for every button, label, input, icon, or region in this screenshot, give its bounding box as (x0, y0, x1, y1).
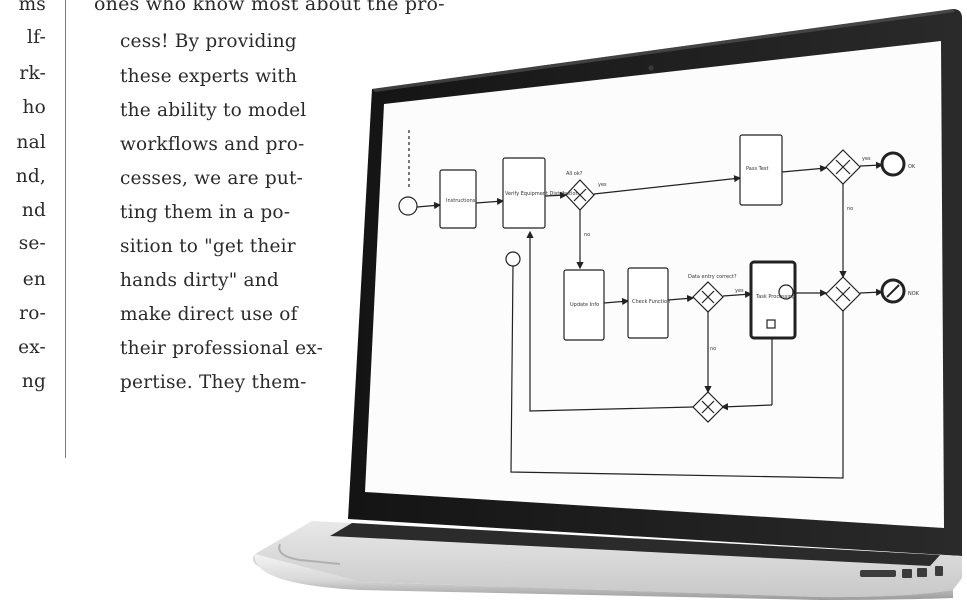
paragraph-line: make direct use of (120, 304, 298, 325)
task-verify (502, 157, 546, 229)
text-fragment: nal (16, 132, 46, 153)
task-label: Instructions (446, 198, 476, 204)
flow-label: no (847, 206, 853, 212)
start-event (398, 196, 418, 216)
paragraph-line: sition to "get their (120, 236, 296, 257)
laptop-base (252, 521, 962, 600)
task-instructions (439, 169, 477, 229)
left-column-text: ms lf- rk- ho nal nd, nd se- en ro- ex- … (0, 0, 46, 460)
text-fragment: ro- (19, 303, 46, 324)
paragraph-line: pertise. They them- (120, 372, 307, 393)
port-icon (917, 568, 927, 577)
paragraph-line: hands dirty" and (120, 270, 279, 291)
text-fragment: ms (18, 0, 46, 15)
task-processing (749, 260, 797, 340)
flow-label: no (584, 232, 590, 238)
task-label: Pass Test (746, 166, 769, 172)
text-fragment: rk- (19, 63, 46, 84)
gateway-label: Data entry correct? (688, 274, 737, 280)
task-update-info (563, 269, 605, 341)
paragraph-line: their professional ex- (120, 338, 324, 359)
text-fragment: nd (21, 200, 46, 221)
workflow-diagram (398, 130, 906, 479)
port-icon (902, 569, 912, 578)
diagram-labels: Instructions Verify Equipment Distributi… (446, 156, 920, 352)
paragraph-line: cess! By providing (120, 31, 297, 52)
text-fragment: ng (21, 371, 46, 392)
task-label: Check Function (632, 299, 670, 305)
webcam-icon (648, 65, 654, 71)
task-pass-test (739, 134, 783, 206)
task-check-function (627, 267, 669, 339)
text-fragment: se- (18, 233, 46, 254)
paragraph-line: the ability to model (120, 100, 307, 121)
paragraph-line: workflows and pro- (120, 134, 305, 155)
laptop-screen: Instructions Verify Equipment Distributi… (365, 41, 944, 528)
text-fragment: nd, (15, 166, 46, 187)
text-fragment: lf- (27, 27, 46, 48)
task-label: Task Processing (755, 294, 795, 300)
flow-label: yes (598, 182, 607, 188)
task-label: Verify Equipment Distribution (505, 191, 579, 197)
article-top-line: ones who know most about the pro- (94, 0, 445, 15)
flow-label: no (710, 346, 716, 352)
paragraph-line: ting them in a po- (120, 202, 291, 223)
column-divider (65, 0, 67, 458)
end-event-ok (880, 151, 906, 177)
text-fragment: ex- (18, 337, 46, 358)
port-icon (860, 570, 896, 577)
text-fragment: en (22, 269, 46, 290)
port-icon (935, 566, 943, 576)
text-fragment: ho (22, 97, 46, 118)
end-label: NOK (908, 291, 920, 297)
paragraph-line: cesses, we are put- (120, 168, 304, 189)
gateway-label: All ok? (566, 171, 583, 177)
boundary-event (505, 251, 521, 267)
task-label: Update Info (570, 302, 599, 308)
end-label: OK (908, 164, 916, 170)
flow-label: yes (862, 156, 871, 162)
paragraph-line: these experts with (120, 66, 298, 87)
flow-label: yes (735, 288, 744, 294)
keyboard-slot (330, 523, 940, 566)
